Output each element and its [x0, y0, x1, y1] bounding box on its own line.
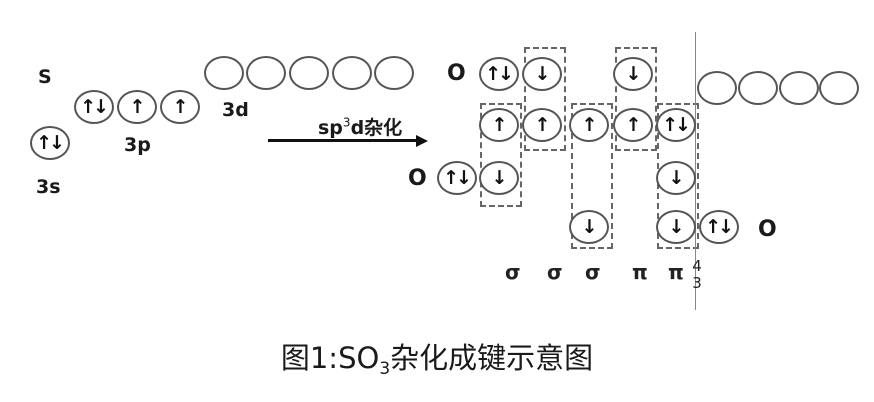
orbital-s-hybrid-3: ↑: [569, 108, 609, 142]
orbital-o1-pi: ↓: [613, 57, 653, 91]
orbital-o3-single: ↓: [569, 210, 609, 244]
orbital-empty-d-1: [697, 71, 737, 105]
orbital-empty-d-2: [738, 71, 778, 105]
orbital-3d-3: [289, 56, 329, 90]
orbital-o3-pi: ↓: [656, 210, 696, 244]
orbital-o1-pair: ↑↓: [479, 57, 519, 91]
orbital-3p-2: ↑: [117, 90, 157, 124]
orbital-o2-single: ↓: [479, 161, 519, 195]
subshell-label-3p: 3p: [124, 134, 151, 156]
orbital-o3-pair: ↑↓: [699, 210, 739, 244]
figure-caption: 图1:SO3杂化成键示意图: [280, 341, 594, 379]
bond-label-pi: π: [632, 260, 648, 284]
sigma-bond-box-1: [480, 103, 522, 207]
pi-bond-box: [615, 47, 657, 151]
hybridization-label: sp3d杂化: [318, 115, 403, 139]
orbital-s-d: ↑: [613, 108, 653, 142]
orbital-3s: ↑↓: [30, 126, 70, 160]
oxygen-label-bottom: O: [758, 217, 777, 242]
orbital-3d-1: [204, 56, 244, 90]
orbital-3p-3: ↑: [160, 90, 200, 124]
orbital-o2-pair: ↑↓: [437, 161, 477, 195]
orbital-empty-d-4: [819, 71, 859, 105]
bond-label-delocalized-pi: π: [668, 260, 684, 284]
oxygen-label-middle: O: [408, 166, 427, 191]
orbital-s-hybrid-1: ↑: [479, 108, 519, 142]
arrow-head-icon: [416, 134, 428, 147]
orbital-3d-4: [332, 56, 372, 90]
orbital-empty-d-3: [779, 71, 819, 105]
bond-label-sigma-2: σ: [547, 260, 563, 284]
orbital-3d-2: [246, 56, 286, 90]
orbital-3p-1: ↑↓: [74, 90, 114, 124]
orbital-s-hybrid-2: ↑: [522, 108, 562, 142]
sulfur-label: S: [38, 66, 52, 88]
sigma-bond-box-3: [571, 103, 613, 249]
delocalized-pi-centers: 3: [692, 274, 702, 292]
orbital-s-p: ↑↓: [656, 108, 696, 142]
reaction-arrow-line: [268, 139, 418, 142]
delocalized-pi-electrons: 4: [692, 257, 702, 275]
oxygen-label-top: O: [447, 61, 466, 86]
orbital-3d-5: [374, 56, 414, 90]
separator-line: [695, 32, 696, 310]
subshell-label-3s: 3s: [36, 176, 61, 198]
orbital-o2-pi: ↓: [656, 161, 696, 195]
bond-label-sigma-1: σ: [505, 260, 521, 284]
subshell-label-3d: 3d: [222, 99, 249, 121]
sigma-bond-box-2: [524, 47, 566, 151]
bond-label-sigma-3: σ: [585, 260, 601, 284]
orbital-o1-single: ↓: [522, 57, 562, 91]
